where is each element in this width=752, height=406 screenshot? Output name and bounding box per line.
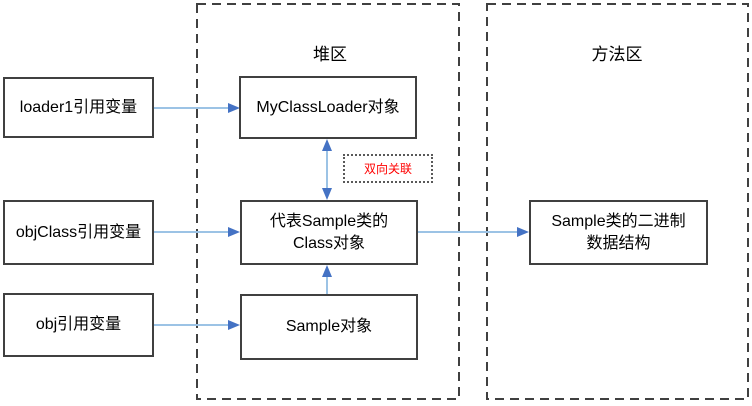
method-area-title: 方法区 (591, 45, 643, 64)
arrow-sample-object-to-class-object (322, 265, 332, 294)
box-obj-ref: obj引用变量 (3, 293, 154, 357)
heap-area-border (196, 3, 460, 400)
arrow-objclass-to-class-object (154, 227, 240, 237)
box-loader1-ref: loader1引用变量 (3, 77, 154, 138)
arrow-bidirectional-myclassloader-class-object (322, 139, 332, 200)
arrow-loader1-to-myclassloader (154, 103, 240, 113)
bidirectional-label: 双向关联 (343, 154, 433, 183)
box-sample-object: Sample对象 (240, 294, 418, 360)
heap-area-title: 堆区 (313, 45, 347, 64)
box-myclassloader-object: MyClassLoader对象 (239, 76, 417, 139)
box-objclass-ref: objClass引用变量 (3, 200, 154, 265)
arrow-class-object-to-binary-data (418, 227, 529, 237)
method-area-border (486, 3, 749, 400)
arrow-obj-to-sample-object (154, 320, 240, 330)
box-binary-data: Sample类的二进制 数据结构 (529, 200, 708, 265)
box-sample-class-object: 代表Sample类的 Class对象 (240, 200, 418, 265)
